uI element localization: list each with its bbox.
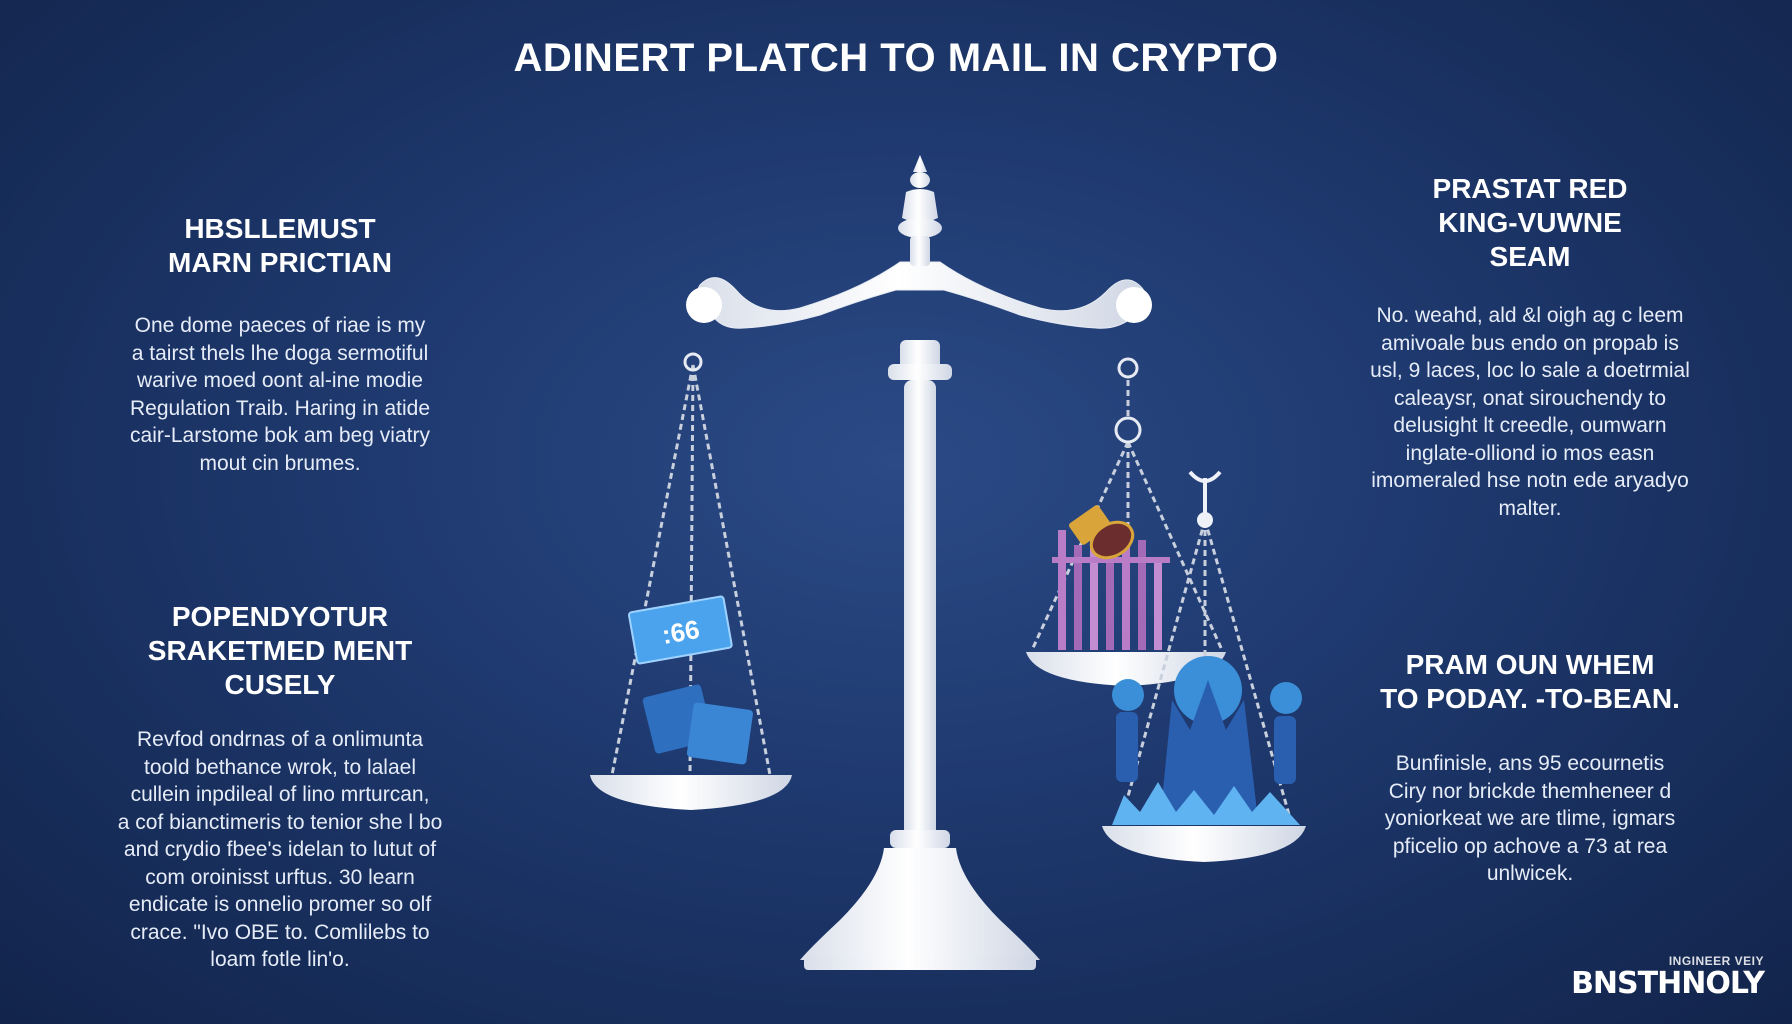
right-upper-pan [1026,652,1226,686]
body-line: cullein inpdileal of lino mrturcan, [130,783,430,806]
body-line: crace. "Ivo OBE to. Comlilebs to [130,920,430,944]
left-top-section: HBSLLEMUST MARN PRICTIAN One dome paeces… [100,212,460,477]
body-line: a tairst thels lhe doga sermotiful [131,341,429,365]
body-line: caleaysr, onat sirouchendy to [1394,386,1666,410]
heading-line: SEAM [1489,241,1571,272]
right-bottom-body: Bunfinisle, ans 95 ecournetis Ciry nor b… [1340,750,1720,888]
left-hook-icon [683,352,703,372]
body-line: delusight lt creedle, oumwarn [1393,414,1667,437]
body-line: Ciry nor brickde themheneer d [1388,779,1672,803]
left-pan-contents: :66 [628,595,753,765]
body-line: usl, 9 laces, loc lo sale a doetrmial [1370,359,1690,382]
heading-line: POPENDYOTUR [171,601,389,632]
body-line: mout cin brumes. [199,451,361,475]
body-line: Bunfinisle, ans 95 ecournetis [1395,752,1665,775]
body-line: amivoale bus endo on propab is [1381,331,1679,355]
left-bottom-heading: POPENDYOTUR SRAKETMED MENT CUSELY [100,600,460,702]
scale-pillar [800,340,1040,970]
right-bottom-section: PRAM OUN WHEM TO PODAY. -TO-BEAN. Bunfin… [1340,648,1720,888]
body-line: malter. [1498,496,1562,520]
heading-line: PRAM OUN WHEM [1405,649,1655,680]
heading-line: TO PODAY. -TO-BEAN. [1380,683,1680,714]
right-lower-pan [1102,826,1306,862]
top-finial-icon [898,155,942,266]
left-pan [590,775,792,810]
body-line: inglate-olliond io mos easn [1405,441,1655,465]
beam-right-scroll [1116,287,1152,323]
scale-beam [696,261,1147,329]
body-line: pficelio op achove a 73 at rea [1392,834,1668,858]
body-line: imomeraled hse notn ede aryadyo [1371,469,1689,492]
right-top-body: No. weahd, ald &l oigh ag c leem amivoal… [1340,302,1720,522]
page-title: ADINERT PLATCH TO MAIL IN CRYPTO [513,36,1279,80]
body-line: a cof bianctimeris to tenior she l bo [117,810,443,834]
body-line: com oroinisst urftus. 30 learn [145,865,415,889]
tag-card: :66 [628,595,733,665]
right-upper-pan-contents [1052,505,1170,650]
body-line: Revfod ondrnas of a onlimunta [136,728,423,751]
left-top-heading: HBSLLEMUST MARN PRICTIAN [100,212,460,280]
right-hook-icon [1117,357,1139,379]
heading-line: SRAKETMED MENT [147,635,413,666]
heading-line: KING-VUWNE [1438,207,1622,238]
body-line: loam fotle lin'o. [210,948,350,971]
crypto-coin-icon [1068,505,1135,560]
balance-scale-illustration: :66 [590,155,1306,970]
tag-label: :66 [660,614,702,650]
body-line: toold bethance wrok, to lalael [143,755,416,779]
left-bottom-section: POPENDYOTUR SRAKETMED MENT CUSELY Revfod… [100,600,460,974]
body-line: No. weahd, ald &l oigh ag c leem [1376,304,1684,327]
heading-line: CUSELY [224,669,336,700]
right-ring-icon [1114,416,1142,444]
body-line: Regulation Traib. Haring in atide [129,396,430,420]
body-line: endicate is onnelio promer so olf [128,893,432,916]
small-finial-icon [1188,470,1222,528]
beam-left-scroll [686,287,722,323]
watermark-small-text: INGINEER VEIY [1668,954,1764,968]
brand-watermark: INGINEER VEIY BNSTHNOLY [1571,954,1765,1001]
right-lower-pan-contents [1112,656,1302,825]
right-bottom-heading: PRAM OUN WHEM TO PODAY. -TO-BEAN. [1340,648,1720,716]
left-bottom-body: Revfod ondrnas of a onlimunta toold beth… [100,726,460,974]
heading-line: HBSLLEMUST [184,213,376,244]
watermark-logo-text: BNSTHNOLY [1571,966,1765,1001]
body-line: One dome paeces of riae is my [134,314,426,337]
left-top-body: One dome paeces of riae is my a tairst t… [100,312,460,477]
body-line: yoniorkeat we are tlime, igmars [1384,807,1676,830]
body-line: warive moed oont al-ine modie [137,369,423,392]
right-top-section: PRASTAT RED KING-VUWNE SEAM No. weahd, a… [1340,172,1720,522]
body-line: cair-Larstome bok am beg viatry [130,424,430,447]
right-top-heading: PRASTAT RED KING-VUWNE SEAM [1340,172,1720,274]
heading-line: MARN PRICTIAN [168,247,392,278]
body-line: and crydio fbee's idelan to lutut of [123,838,437,861]
body-line: unlwicek. [1486,862,1574,885]
heading-line: PRASTAT RED [1432,173,1628,204]
